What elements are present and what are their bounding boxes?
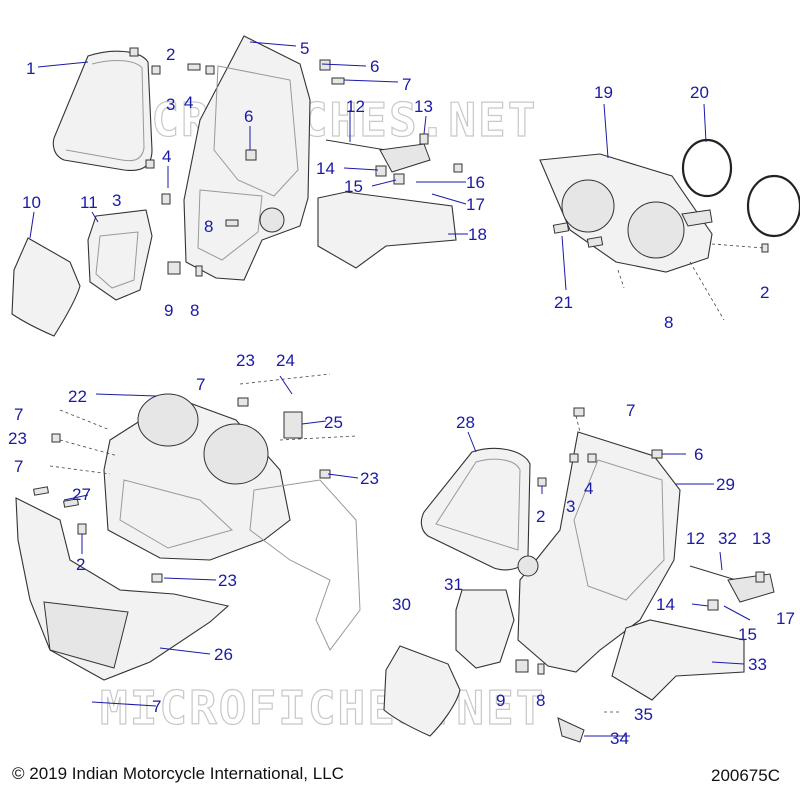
copyright-text: © 2019 Indian Motorcycle International, … [12, 764, 344, 783]
callout-17: 17 [776, 609, 795, 628]
callout-23: 23 [360, 469, 379, 488]
callout-3: 3 [166, 95, 175, 114]
watermark-top: MICROFICHES.NET [92, 93, 537, 147]
part-18-duct [317, 191, 457, 269]
callout-5: 5 [300, 39, 309, 58]
callout-30: 30 [392, 595, 411, 614]
leader-lines [29, 41, 751, 737]
part-10-panel [11, 237, 81, 337]
callout-27: 27 [72, 485, 91, 504]
callout-labels: 1 2 3 4 5 6 7 6 12 13 4 10 11 3 8 14 15 … [8, 39, 795, 748]
diagram-id: 200675C [710, 766, 780, 785]
part-20-ring-second [746, 174, 800, 238]
callout-11: 11 [80, 193, 98, 212]
callout-31: 31 [444, 575, 463, 594]
callout-23: 23 [8, 429, 27, 448]
callout-15: 15 [344, 177, 363, 196]
callout-14: 14 [316, 159, 335, 178]
callout-9: 9 [496, 691, 505, 710]
callout-7: 7 [14, 405, 23, 424]
callout-3: 3 [112, 191, 121, 210]
part-1-cover [52, 50, 153, 172]
part-34-clip [557, 717, 585, 743]
callout-29: 29 [716, 475, 735, 494]
callout-1: 1 [26, 59, 35, 78]
part-support-ghost [249, 479, 361, 651]
callout-7: 7 [196, 375, 205, 394]
callout-32: 32 [718, 529, 737, 548]
part-30-panel [383, 645, 461, 737]
callout-9: 9 [164, 301, 173, 320]
callout-6: 6 [694, 445, 703, 464]
callout-7: 7 [14, 457, 23, 476]
callout-8: 8 [664, 313, 673, 332]
part-20-ring [681, 138, 733, 198]
callout-7: 7 [626, 401, 635, 420]
callout-22: 22 [68, 387, 87, 406]
callout-13: 13 [414, 97, 433, 116]
callout-6: 6 [370, 57, 379, 76]
part-28-cover [420, 447, 531, 571]
callout-21: 21 [554, 293, 573, 312]
callout-10: 10 [22, 193, 41, 212]
watermark-bottom: MICROFICHES.NET [100, 681, 545, 735]
callout-2: 2 [76, 555, 85, 574]
part-31-bracket [455, 589, 515, 669]
callout-4: 4 [184, 93, 193, 112]
callout-13: 13 [752, 529, 771, 548]
callout-6: 6 [244, 107, 253, 126]
callout-4: 4 [162, 147, 171, 166]
callout-7: 7 [152, 697, 161, 716]
callout-15: 15 [738, 625, 757, 644]
callout-28: 28 [456, 413, 475, 432]
callout-8: 8 [204, 217, 213, 236]
callout-23: 23 [236, 351, 255, 370]
callout-33: 33 [748, 655, 767, 674]
callout-14: 14 [656, 595, 675, 614]
callout-35: 35 [634, 705, 653, 724]
callout-2: 2 [536, 507, 545, 526]
callout-17: 17 [466, 195, 485, 214]
callout-8: 8 [536, 691, 545, 710]
callout-24: 24 [276, 351, 295, 370]
callout-23: 23 [218, 571, 237, 590]
callout-19: 19 [594, 83, 613, 102]
callout-7: 7 [402, 75, 411, 94]
callout-18: 18 [468, 225, 487, 244]
callout-2: 2 [166, 45, 175, 64]
callout-2: 2 [760, 283, 769, 302]
callout-4: 4 [584, 479, 593, 498]
callout-12: 12 [686, 529, 705, 548]
callout-3: 3 [566, 497, 575, 516]
callout-34: 34 [610, 729, 629, 748]
callout-8: 8 [190, 301, 199, 320]
callout-25: 25 [324, 413, 343, 432]
callout-16: 16 [466, 173, 485, 192]
part-25-plate [283, 411, 303, 439]
part-33-duct [611, 619, 745, 701]
callout-20: 20 [690, 83, 709, 102]
callout-12: 12 [346, 97, 365, 116]
callout-26: 26 [214, 645, 233, 664]
